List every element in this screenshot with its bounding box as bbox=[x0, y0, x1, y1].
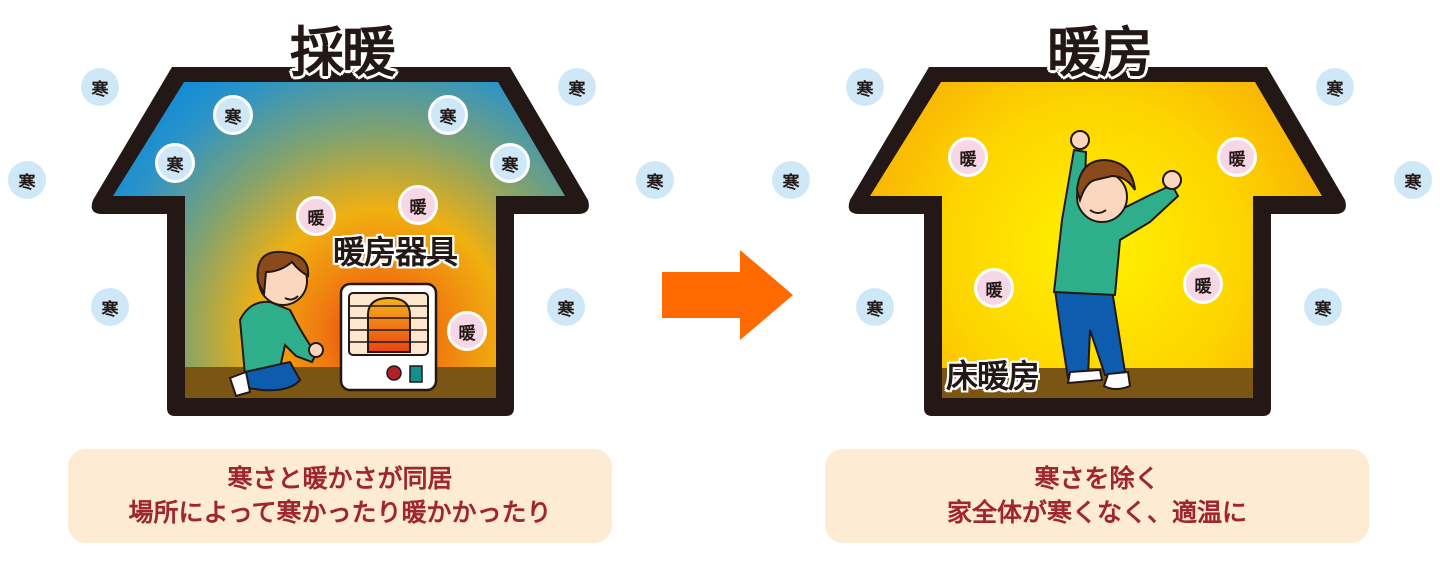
left-title: 採暖 bbox=[290, 21, 396, 84]
left-caption-line-1: 寒さと暖かさが同居 bbox=[227, 464, 453, 494]
warm-badge: 暖 bbox=[296, 196, 336, 236]
cold-badge: 寒 bbox=[636, 161, 674, 199]
cold-badge: 寒 bbox=[81, 68, 119, 106]
cold-badge: 寒 bbox=[155, 143, 195, 183]
cold-badge: 寒 bbox=[1304, 288, 1342, 326]
left-caption-line-2: 場所によって寒かったり暖かかったり bbox=[128, 498, 552, 527]
cold-badge: 寒 bbox=[558, 68, 596, 106]
cold-badge: 寒 bbox=[428, 95, 468, 135]
cold-badge: 寒 bbox=[490, 143, 530, 183]
cold-badge: 寒 bbox=[1394, 161, 1432, 199]
cold-badge: 寒 bbox=[547, 288, 585, 326]
cold-badge: 寒 bbox=[1316, 68, 1354, 106]
warm-badge: 暖 bbox=[1183, 264, 1223, 304]
cheering-boy-icon bbox=[1052, 130, 1182, 390]
cold-badge: 寒 bbox=[91, 288, 129, 326]
warm-badge: 暖 bbox=[447, 311, 487, 351]
warm-badge: 暖 bbox=[948, 137, 988, 177]
left-caption: 寒さと暖かさが同居 場所によって寒かったり暖かかったり bbox=[68, 449, 612, 543]
cold-badge: 寒 bbox=[856, 288, 894, 326]
cold-badge: 寒 bbox=[846, 68, 884, 106]
kneeling-boy-icon bbox=[228, 250, 324, 398]
right-caption-line-2: 家全体が寒くなく、適温に bbox=[946, 498, 1247, 527]
cold-badge: 寒 bbox=[213, 95, 253, 135]
cold-badge: 寒 bbox=[772, 161, 810, 199]
arrow-right-icon bbox=[662, 250, 793, 340]
warm-badge: 暖 bbox=[398, 185, 438, 225]
right-caption-line-1: 寒さを除く bbox=[1034, 464, 1160, 494]
cold-badge: 寒 bbox=[8, 161, 46, 199]
right-title: 暖房 bbox=[1047, 21, 1153, 84]
heater-icon bbox=[339, 282, 438, 392]
warm-badge: 暖 bbox=[1217, 137, 1257, 177]
warm-badge: 暖 bbox=[974, 268, 1014, 308]
floor-heating-label: 床暖房 bbox=[946, 357, 1040, 395]
heater-label: 暖房器具 bbox=[333, 233, 458, 271]
right-caption: 寒さを除く 家全体が寒くなく、適温に bbox=[825, 449, 1369, 543]
